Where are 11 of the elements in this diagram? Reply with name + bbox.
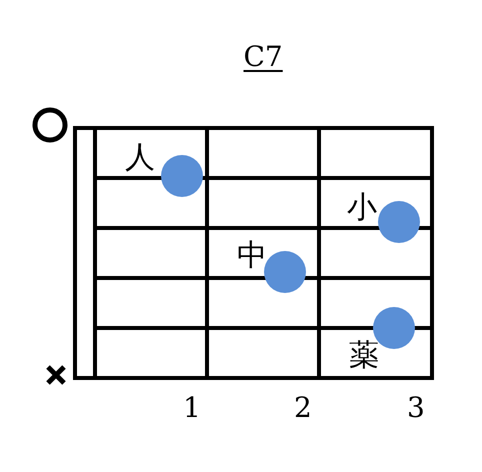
fret-number: 1 <box>183 394 201 422</box>
fret-number: 2 <box>294 394 312 422</box>
finger-label: 人 <box>125 143 155 173</box>
chord-title: C7 <box>244 43 283 71</box>
finger-dot <box>264 251 306 293</box>
finger-label: 中 <box>237 241 267 271</box>
finger-label: 薬 <box>349 341 379 371</box>
finger-label: 小 <box>347 193 377 223</box>
finger-dot <box>161 155 203 197</box>
finger-dot <box>378 201 420 243</box>
fret-number: 3 <box>407 394 425 422</box>
